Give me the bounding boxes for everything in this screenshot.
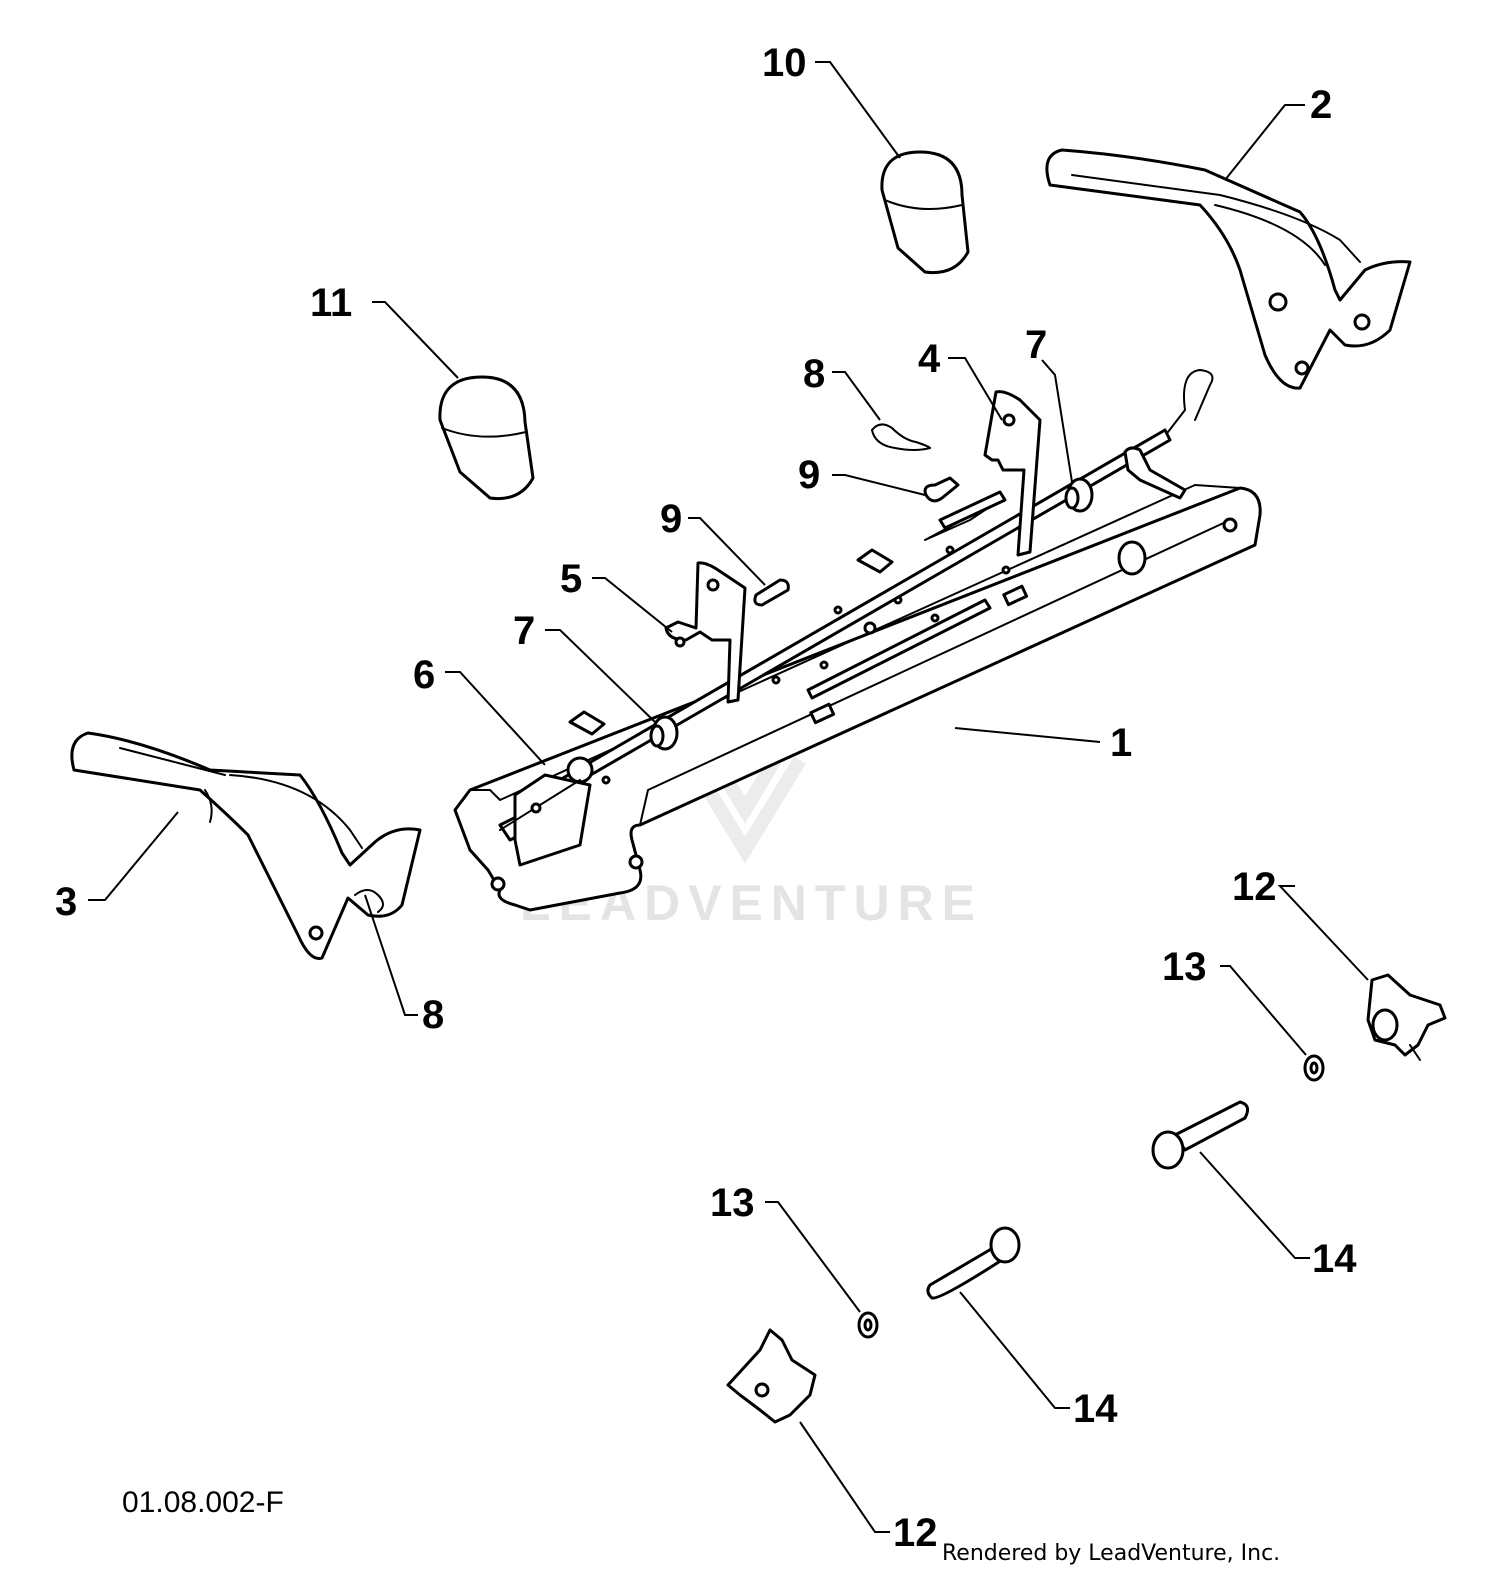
callout-9: 9 bbox=[798, 453, 820, 497]
bracket-tabs bbox=[568, 548, 894, 736]
leader-lines bbox=[88, 61, 1369, 1533]
washer-part-13-lower bbox=[857, 1311, 879, 1339]
spacer-part-7-upper bbox=[1064, 477, 1094, 513]
callout-12: 12 bbox=[893, 1511, 938, 1555]
bolt-part-9-lower bbox=[753, 578, 790, 607]
callout-labels: 10 2 11 8 4 7 9 9 5 7 6 1 3 8 12 13 14 1… bbox=[55, 41, 1357, 1555]
callout-3: 3 bbox=[55, 880, 77, 924]
plate-part-4 bbox=[924, 390, 1042, 557]
drawing-number: 01.08.002-F bbox=[122, 1486, 284, 1519]
cotter-pin-part-8 bbox=[871, 423, 931, 451]
callout-12: 12 bbox=[1232, 865, 1277, 909]
render-credit: Rendered by LeadVenture, Inc. bbox=[942, 1541, 1280, 1566]
star-knob-part-12-lower bbox=[726, 1328, 817, 1424]
lever-part-2 bbox=[1045, 148, 1412, 390]
spacer-part-7-lower bbox=[649, 715, 679, 751]
callout-11: 11 bbox=[310, 281, 352, 325]
washer-part-13-upper bbox=[1303, 1054, 1325, 1082]
lever-part-3 bbox=[70, 731, 422, 960]
pivot-part-6 bbox=[499, 756, 594, 867]
callout-14: 14 bbox=[1312, 1237, 1357, 1281]
carriage-bolt-part-14-lower bbox=[926, 1226, 1021, 1300]
callout-5: 5 bbox=[560, 557, 582, 601]
bolt-part-9-upper bbox=[923, 476, 960, 503]
callout-1: 1 bbox=[1110, 721, 1132, 765]
star-knob-part-12-upper bbox=[1366, 973, 1447, 1061]
knob-part-11 bbox=[438, 375, 535, 501]
callout-4: 4 bbox=[918, 337, 941, 381]
carriage-bolt-part-14-upper bbox=[1151, 1100, 1250, 1170]
callout-10: 10 bbox=[762, 41, 807, 85]
callout-7: 7 bbox=[513, 609, 535, 653]
callout-13: 13 bbox=[1162, 945, 1207, 989]
callout-7: 7 bbox=[1025, 323, 1047, 367]
callout-6: 6 bbox=[413, 653, 435, 697]
plate-part-5 bbox=[664, 561, 747, 704]
knob-part-10 bbox=[880, 150, 970, 275]
callout-8: 8 bbox=[803, 352, 825, 396]
callout-2: 2 bbox=[1310, 83, 1332, 127]
callout-8: 8 bbox=[422, 993, 444, 1037]
callout-13: 13 bbox=[710, 1181, 755, 1225]
bracket-part-1 bbox=[453, 484, 1262, 912]
callout-9: 9 bbox=[660, 497, 682, 541]
callout-14: 14 bbox=[1073, 1387, 1118, 1431]
